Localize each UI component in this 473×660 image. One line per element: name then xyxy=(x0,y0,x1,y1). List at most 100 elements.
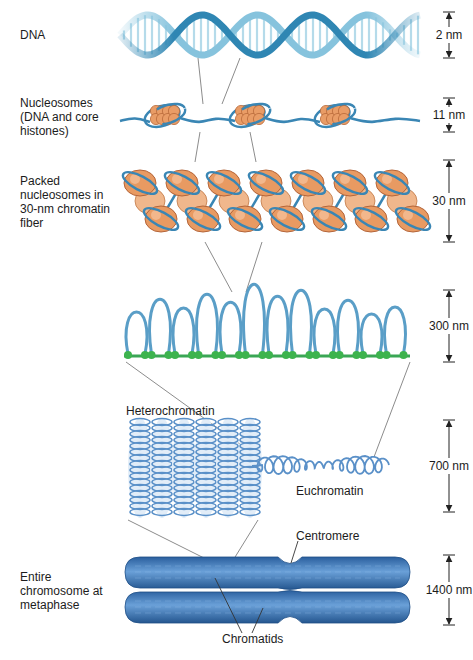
heterochromatin-coils xyxy=(128,418,262,518)
dimension-tick xyxy=(443,98,455,99)
dimension-tick xyxy=(443,290,455,291)
coil-halo xyxy=(194,418,218,518)
dimension-tick xyxy=(443,58,455,59)
dna-wrap xyxy=(120,168,160,198)
nucleosome-string xyxy=(120,100,420,131)
level-label: Nucleosomes (DNA and core histones) xyxy=(20,96,118,138)
chromatin-loop xyxy=(173,308,194,354)
base-pair xyxy=(249,17,251,53)
dimension-arrow xyxy=(449,99,450,107)
dimension-label: 30 nm xyxy=(425,194,473,208)
zoom-guide-line xyxy=(128,520,212,562)
dna-wrap xyxy=(267,204,307,234)
dimension-tick xyxy=(443,625,455,626)
dimension-arrow xyxy=(449,474,450,511)
base-pair xyxy=(151,16,153,55)
coil-halo xyxy=(150,418,174,518)
chromatid xyxy=(125,591,410,624)
coil-turn xyxy=(130,509,150,516)
chromatin-loop xyxy=(291,290,312,354)
base-pair xyxy=(256,15,258,55)
zoom-guide-line xyxy=(222,58,240,104)
level-label: DNA xyxy=(20,28,100,42)
scaffold-anchor xyxy=(265,351,273,359)
dimension-tick xyxy=(443,132,455,133)
dna-strand xyxy=(120,15,420,55)
linker-dna xyxy=(180,118,235,122)
dimension-tick xyxy=(443,242,455,243)
dimension-tick xyxy=(443,555,455,556)
zoom-guides xyxy=(126,58,410,562)
scaffold-anchor xyxy=(218,351,226,359)
scaffold-anchor xyxy=(383,351,391,359)
dimension-tick xyxy=(443,362,455,363)
zoom-guide-line xyxy=(232,520,258,562)
dimension-tick xyxy=(443,12,455,13)
linker-dna xyxy=(350,118,420,122)
scaffold-anchor xyxy=(242,351,250,359)
zoom-guide-line xyxy=(205,242,232,292)
dimension-arrow xyxy=(449,334,450,361)
dimension-label: 11 nm xyxy=(425,108,473,122)
scaffold-anchor xyxy=(195,351,203,359)
coil-turn xyxy=(218,509,238,516)
dna-wrap xyxy=(225,204,265,234)
dna-wrap xyxy=(309,204,349,234)
chromatid-texture xyxy=(135,601,400,602)
dimension-label: 300 nm xyxy=(425,319,473,333)
dimension-arrow xyxy=(449,43,450,57)
looped-domains xyxy=(124,284,410,359)
chromatin-loop xyxy=(197,294,218,354)
base-pair xyxy=(144,15,146,55)
scaffold-anchor xyxy=(124,351,132,359)
dna-helix xyxy=(120,15,420,55)
dna-wrap xyxy=(318,100,358,128)
base-pair xyxy=(368,15,370,55)
dimension-label: 700 nm xyxy=(425,459,473,473)
dimension-arrow xyxy=(449,161,450,193)
dimension-tick xyxy=(443,160,455,161)
part-label: Euchromatin xyxy=(296,484,396,498)
dna-wrap xyxy=(351,204,391,234)
linker-dna xyxy=(265,118,320,122)
dimension-arrow xyxy=(449,421,450,458)
chromatin-fiber xyxy=(120,168,433,234)
scaffold-anchor xyxy=(400,351,408,359)
dna-wrap xyxy=(246,168,286,198)
coil-turn xyxy=(240,509,260,516)
dna-wrap xyxy=(233,100,273,128)
base-pair xyxy=(137,18,139,52)
dimension-markers xyxy=(443,12,455,625)
zoom-guide-line xyxy=(374,362,410,457)
dimension-arrow xyxy=(449,291,450,318)
coil-turn xyxy=(174,509,194,516)
part-label: Heterochromatin xyxy=(126,404,246,418)
chromatid-texture xyxy=(135,566,400,567)
chromatin-loop xyxy=(220,302,241,354)
chromatin-loop xyxy=(267,296,288,354)
chromatin-loop xyxy=(338,300,359,354)
dimension-arrow xyxy=(449,123,450,131)
part-label: Centromere xyxy=(296,529,396,543)
base-pair xyxy=(200,15,202,55)
dimension-arrow xyxy=(449,556,450,582)
dna-wrap xyxy=(204,168,244,198)
dna-wrap xyxy=(162,168,202,198)
dna-strand xyxy=(120,15,420,55)
dimension-tick xyxy=(443,420,455,421)
dna-wrap xyxy=(330,168,370,198)
base-pair xyxy=(263,16,265,53)
zoom-guide-line xyxy=(195,132,200,162)
dna-wrap xyxy=(288,168,328,198)
zoom-guide-line xyxy=(250,132,256,162)
dimension-tick xyxy=(443,512,455,513)
chromatin-loop xyxy=(314,309,335,354)
scaffold-anchor xyxy=(171,351,179,359)
part-label: Chromatids xyxy=(222,632,322,646)
coil-halo xyxy=(216,418,240,518)
coil-halo xyxy=(128,418,152,518)
chromatid xyxy=(125,557,410,590)
base-pair xyxy=(193,17,195,52)
chromatin-loop xyxy=(361,314,382,354)
